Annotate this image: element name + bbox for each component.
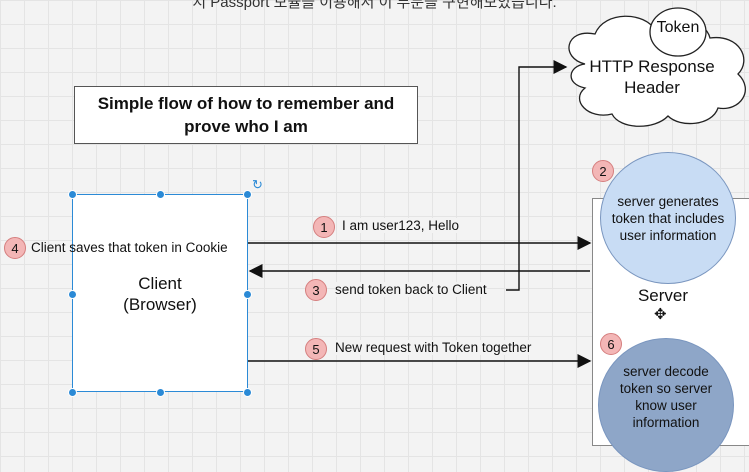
step4-label: Client saves that token in Cookie <box>31 240 228 255</box>
step-badge-1: 1 <box>313 216 335 238</box>
client-label: Client(Browser) <box>123 274 197 314</box>
step-badge-6: 6 <box>600 333 622 355</box>
resize-handle[interactable] <box>243 190 252 199</box>
resize-handle[interactable] <box>243 290 252 299</box>
token-cloud <box>649 7 707 57</box>
move-cursor-icon: ✥ <box>654 306 667 323</box>
resize-handle[interactable] <box>68 388 77 397</box>
step1-label: I am user123, Hello <box>342 218 460 233</box>
video-caption: 지 Passport 모듈을 이용해서 이 부분을 구현해보았습니다. <box>192 0 557 11</box>
step-badge-2: 2 <box>592 160 614 182</box>
step-badge-4: 4 <box>4 237 26 259</box>
arrow-to-cloud <box>506 60 568 291</box>
step-badge-3: 3 <box>305 279 327 301</box>
step-badge-5: 5 <box>305 338 327 360</box>
rotate-handle-icon[interactable]: ↻ <box>252 177 263 192</box>
connector-layer <box>248 7 746 368</box>
resize-handle[interactable] <box>68 290 77 299</box>
step3-label: send token back to Client <box>335 282 487 297</box>
token-label: Token <box>656 19 700 36</box>
resize-handle[interactable] <box>243 388 252 397</box>
step5-label: New request with Token together <box>335 340 532 355</box>
resize-handle[interactable] <box>68 190 77 199</box>
resize-handle[interactable] <box>156 190 165 199</box>
server-label: Server <box>637 286 689 305</box>
resize-handle[interactable] <box>156 388 165 397</box>
